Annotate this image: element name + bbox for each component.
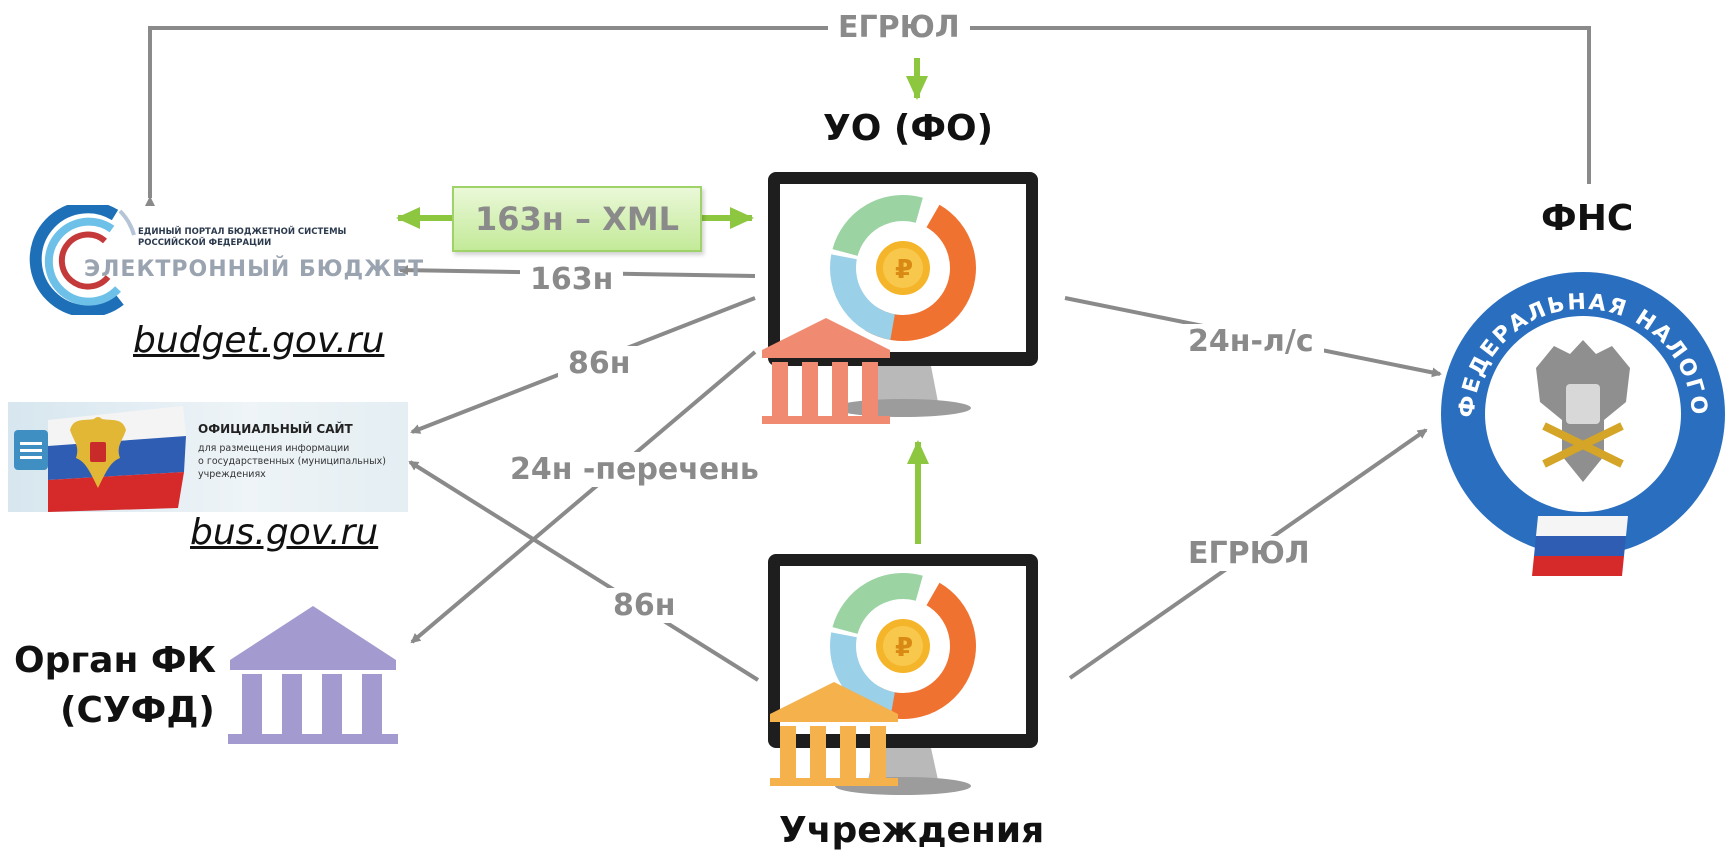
bus-portal-banner: ОФИЦИАЛЬНЫЙ САЙТ для размещения информац… bbox=[8, 402, 408, 512]
n86-upper-label: 86н bbox=[558, 346, 641, 381]
n24-list-arrow bbox=[410, 350, 757, 644]
n86-lower-arrow bbox=[408, 460, 760, 682]
egrul-right-label: ЕГРЮЛ bbox=[1178, 536, 1320, 571]
budget-portal-link[interactable]: budget.gov.ru bbox=[133, 320, 385, 361]
institutions-title: Учреждения bbox=[779, 810, 1045, 851]
n24-list-label: 24н -перечень bbox=[500, 452, 769, 487]
n163-label: 163н bbox=[520, 262, 624, 297]
budget-portal-line2: РОССИЙСКОЙ ФЕДЕРАЦИИ bbox=[138, 238, 272, 248]
n86-lower-label: 86н bbox=[603, 588, 686, 623]
budget-portal-name: ЭЛЕКТРОННЫЙ БЮДЖЕТ bbox=[84, 257, 425, 282]
xml-exchange-label: 163н – XML bbox=[474, 200, 680, 238]
fk-title-line2: (СУФД) bbox=[60, 690, 215, 731]
uo-title: УО (ФО) bbox=[823, 108, 994, 149]
egrul-top-label: ЕГРЮЛ bbox=[828, 10, 970, 45]
n24-account-label: 24н-л/с bbox=[1178, 324, 1324, 359]
budget-portal-logo: ЕДИНЫЙ ПОРТАЛ БЮДЖЕТНОЙ СИСТЕМЫ РОССИЙСК… bbox=[20, 205, 423, 315]
svg-text:₽: ₽ bbox=[895, 633, 913, 663]
fk-title-line1: Орган ФК bbox=[14, 640, 217, 681]
budget-swirl-icon bbox=[29, 205, 136, 315]
xml-exchange-box: 163н – XML bbox=[452, 186, 702, 252]
fk-building-icon bbox=[228, 606, 398, 744]
bus-portal-description: для размещения информации о государствен… bbox=[198, 443, 386, 480]
bus-portal-title: ОФИЦИАЛЬНЫЙ САЙТ bbox=[198, 422, 353, 436]
fns-emblem-icon: ФЕДЕРАЛЬНАЯ НАЛОГОВАЯ СЛУЖБА bbox=[1440, 268, 1725, 576]
institutions-computer-icon: ₽ bbox=[768, 554, 1038, 795]
fns-title: ФНС bbox=[1541, 198, 1634, 239]
svg-text:₽: ₽ bbox=[895, 255, 913, 285]
bus-portal-link[interactable]: bus.gov.ru bbox=[190, 512, 379, 553]
russian-coat-of-arms-icon bbox=[70, 417, 126, 488]
uo-computer-icon: ₽ bbox=[762, 172, 1038, 424]
budget-portal-line1: ЕДИНЫЙ ПОРТАЛ БЮДЖЕТНОЙ СИСТЕМЫ bbox=[138, 227, 347, 237]
